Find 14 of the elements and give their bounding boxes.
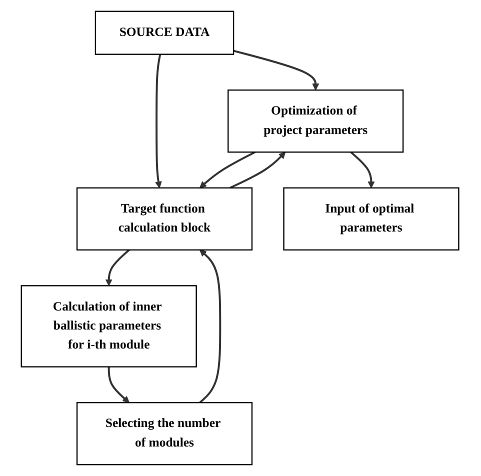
arrow	[155, 54, 162, 188]
node-box: Optimization of project parameters	[228, 89, 404, 153]
arrow	[106, 249, 130, 286]
arrow	[230, 152, 286, 189]
node-box: Calculation of inner ballistic parameters for i-th module	[21, 285, 198, 368]
arrow	[200, 250, 222, 404]
node-box: Target function calculation block	[76, 187, 254, 251]
node-box: SOURCE DATA	[95, 10, 235, 55]
arrow	[234, 50, 320, 90]
node-box: Selecting the number of modules	[76, 402, 254, 466]
arrow	[108, 366, 130, 403]
arrow	[350, 151, 376, 188]
node-box: Input of optimal parameters	[284, 187, 460, 251]
arrow	[200, 151, 256, 188]
